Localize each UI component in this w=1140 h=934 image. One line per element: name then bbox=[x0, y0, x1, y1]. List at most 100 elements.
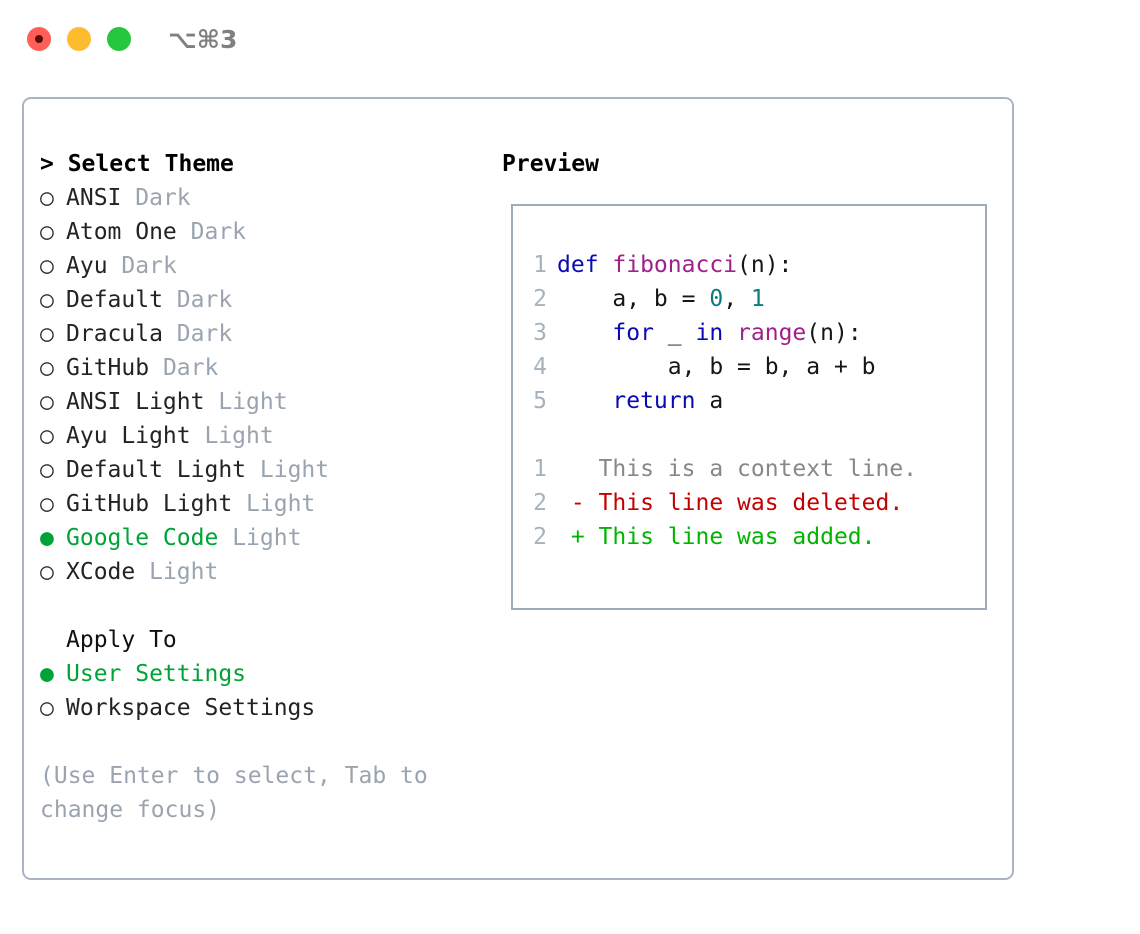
code-token: a, b = b, a + b bbox=[557, 354, 876, 380]
code-token: - This line was deleted. bbox=[557, 490, 904, 516]
theme-name: GitHub bbox=[66, 355, 150, 381]
theme-name: XCode bbox=[66, 559, 136, 585]
radio-unselected-icon: ○ bbox=[40, 253, 54, 279]
code-token: def bbox=[557, 252, 613, 278]
theme-name: Default Light bbox=[66, 457, 247, 483]
line-number: 3 bbox=[533, 320, 547, 346]
theme-variant-tag: Dark bbox=[121, 253, 177, 279]
code-line: 4 a, b = b, a + b bbox=[525, 350, 917, 384]
theme-variant-tag: Dark bbox=[176, 287, 233, 313]
close-icon bbox=[35, 35, 43, 43]
code-token bbox=[557, 388, 612, 414]
apply-to-option-workspace-settings[interactable]: ○ Workspace Settings bbox=[40, 691, 490, 725]
theme-name: ANSI Light bbox=[66, 389, 205, 415]
list-spacer bbox=[40, 589, 490, 623]
spacer bbox=[246, 457, 260, 483]
theme-option-github-light[interactable]: ○GitHub Light Light bbox=[40, 487, 490, 521]
apply-to-option-user-settings[interactable]: ●User Settings bbox=[40, 657, 490, 691]
theme-name: GitHub Light bbox=[66, 491, 233, 517]
theme-option-ansi[interactable]: ○ANSI Dark bbox=[40, 181, 490, 215]
code-token: + This line was added. bbox=[557, 524, 876, 550]
keyboard-shortcut-label: ⌥⌘3 bbox=[168, 25, 238, 54]
theme-name: Dracula bbox=[66, 321, 163, 347]
radio-unselected-icon: ○ bbox=[40, 219, 54, 245]
line-number: 2 bbox=[533, 286, 547, 312]
line-number: 2 bbox=[533, 524, 547, 550]
theme-list: ○ANSI Dark○Atom One Dark○Ayu Dark○Defaul… bbox=[40, 181, 490, 589]
spacer bbox=[108, 253, 122, 279]
theme-option-dracula[interactable]: ○ Dracula Dark bbox=[40, 317, 490, 351]
theme-option-google-code[interactable]: ●Google Code Light bbox=[40, 521, 490, 555]
apply-to-label: Workspace Settings bbox=[66, 695, 316, 721]
code-token: , bbox=[723, 286, 751, 312]
code-token: a bbox=[695, 388, 724, 414]
line-number: 1 bbox=[533, 456, 547, 482]
radio-unselected-icon: ○ bbox=[40, 287, 54, 313]
theme-name: Default bbox=[66, 287, 163, 313]
code-token: for bbox=[612, 320, 654, 346]
theme-option-ayu-light[interactable]: ○Ayu Light Light bbox=[40, 419, 490, 453]
theme-option-github[interactable]: ○ GitHub Dark bbox=[40, 351, 490, 385]
code-token: This is a context line. bbox=[557, 456, 918, 482]
theme-name: Google Code bbox=[66, 525, 219, 551]
theme-option-default[interactable]: ○ Default Dark bbox=[40, 283, 490, 317]
theme-variant-tag: Light bbox=[232, 525, 302, 551]
theme-option-ansi-light[interactable]: ○ ANSI Light Light bbox=[40, 385, 490, 419]
spacer bbox=[135, 559, 149, 585]
apply-to-list: ●User Settings ○ Workspace Settings bbox=[40, 657, 490, 725]
line-number: 4 bbox=[533, 354, 547, 380]
radio-unselected-icon: ○ bbox=[40, 389, 54, 415]
code-token: 0 bbox=[709, 286, 724, 312]
spacer bbox=[232, 491, 246, 517]
radio-unselected-icon: ○ bbox=[40, 321, 54, 347]
spacer bbox=[204, 389, 218, 415]
theme-variant-tag: Dark bbox=[176, 321, 233, 347]
radio-unselected-icon: ○ bbox=[40, 355, 54, 381]
spacer bbox=[163, 287, 177, 313]
keyboard-hint-text: (Use Enter to select, Tab to change focu… bbox=[40, 763, 428, 823]
apply-to-header: Apply To bbox=[66, 627, 177, 653]
theme-variant-tag: Dark bbox=[162, 355, 219, 381]
preview-title: Preview bbox=[502, 151, 599, 177]
maximize-window-button[interactable] bbox=[107, 27, 131, 51]
spacer bbox=[191, 423, 205, 449]
code-token bbox=[723, 320, 737, 346]
code-token bbox=[557, 320, 612, 346]
code-line: 2 - This line was deleted. bbox=[525, 486, 917, 520]
spacer bbox=[121, 185, 135, 211]
theme-variant-tag: Dark bbox=[135, 185, 191, 211]
radio-selected-icon: ● bbox=[40, 661, 54, 687]
code-line: 5 return a bbox=[525, 384, 917, 418]
code-line: 1 This is a context line. bbox=[525, 452, 917, 486]
code-token: a, b = bbox=[557, 286, 710, 312]
theme-selection-column: > Select Theme ○ANSI Dark○Atom One Dark○… bbox=[40, 147, 490, 827]
theme-name: Ayu Light bbox=[66, 423, 191, 449]
radio-unselected-icon: ○ bbox=[40, 695, 54, 721]
theme-variant-tag: Dark bbox=[190, 219, 247, 245]
code-token: (n): bbox=[737, 252, 793, 278]
theme-option-default-light[interactable]: ○Default Light Light bbox=[40, 453, 490, 487]
radio-unselected-icon: ○ bbox=[40, 423, 54, 449]
code-token: (n): bbox=[806, 320, 862, 346]
code-line: 3 for _ in range(n): bbox=[525, 316, 917, 350]
spacer bbox=[163, 321, 177, 347]
title-bar: ⌥⌘3 bbox=[0, 0, 1140, 78]
code-line: 2 a, b = 0, 1 bbox=[525, 282, 917, 316]
theme-variant-tag: Light bbox=[218, 389, 288, 415]
theme-option-atom-one[interactable]: ○Atom One Dark bbox=[40, 215, 490, 249]
theme-name: ANSI bbox=[66, 185, 122, 211]
minimize-window-button[interactable] bbox=[67, 27, 91, 51]
hint-spacer bbox=[40, 725, 490, 759]
radio-unselected-icon: ○ bbox=[40, 559, 54, 585]
line-number: 2 bbox=[533, 490, 547, 516]
theme-option-xcode[interactable]: ○XCode Light bbox=[40, 555, 490, 589]
theme-option-ayu[interactable]: ○Ayu Dark bbox=[40, 249, 490, 283]
spacer bbox=[218, 525, 232, 551]
code-token: range bbox=[737, 320, 807, 346]
line-number: 5 bbox=[533, 388, 547, 414]
